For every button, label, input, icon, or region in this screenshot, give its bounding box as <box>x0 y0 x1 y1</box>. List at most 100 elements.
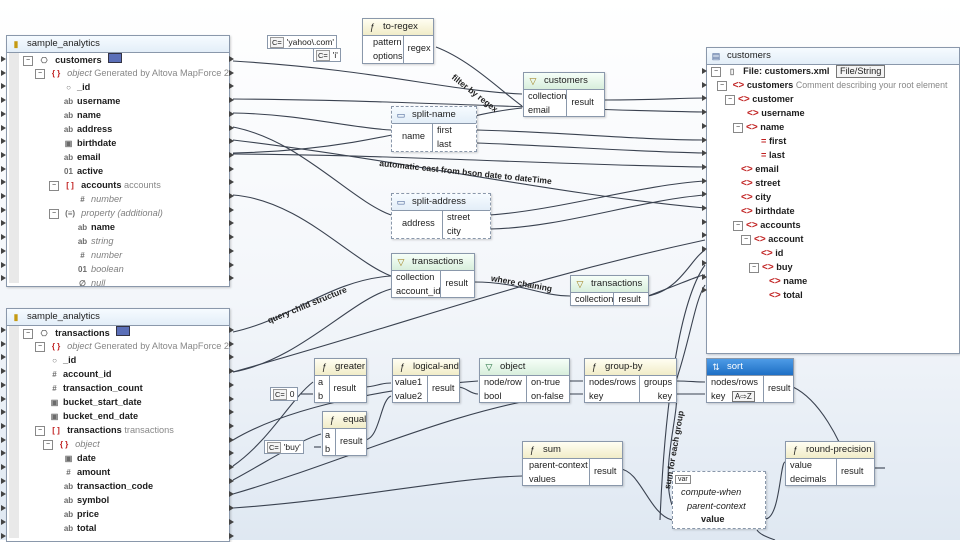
source-customers-in-port[interactable] <box>1 179 6 186</box>
source-customers-out-port[interactable] <box>229 97 234 104</box>
source-customers-header[interactable]: ▮ sample_analytics <box>7 36 229 53</box>
target-in-port[interactable] <box>702 81 707 88</box>
source-transactions-out-port[interactable] <box>229 381 234 388</box>
source-customers-out-port[interactable] <box>229 220 234 227</box>
sum-input-parent-context[interactable]: parent-context <box>529 460 588 470</box>
source-customers-in-port[interactable] <box>1 83 6 90</box>
split-name-output-first[interactable]: first <box>437 125 452 135</box>
equal-input-a[interactable]: a <box>325 430 331 440</box>
round-precision-output-result[interactable]: result <box>841 466 864 476</box>
source-transactions-header[interactable]: ▮ sample_analytics <box>7 309 229 326</box>
compute-when-input[interactable]: compute-when <box>681 487 742 497</box>
collapse-toggle[interactable]: − <box>43 439 53 450</box>
source-transactions-out-port[interactable] <box>229 409 234 416</box>
target-in-port[interactable] <box>702 287 707 294</box>
source-transactions-in-port[interactable] <box>1 368 6 375</box>
constant-i[interactable]: C='i' <box>313 48 341 62</box>
field-_id[interactable]: ○_id <box>49 354 76 368</box>
filter-transactions-input-account-id[interactable]: account_id <box>396 285 441 296</box>
source-transactions-out-port[interactable] <box>229 340 234 347</box>
target-in-port[interactable] <box>702 68 707 74</box>
source-customers-in-port[interactable] <box>1 124 6 131</box>
source-transactions-in-port[interactable] <box>1 436 6 443</box>
collapse-toggle[interactable]: − <box>23 55 33 66</box>
source-transactions-out-port[interactable] <box>229 505 234 512</box>
field-_id[interactable]: ○_id <box>63 81 90 95</box>
source-transactions-in-port[interactable] <box>1 327 6 333</box>
target-node-name[interactable]: −<> name <box>733 121 784 135</box>
filter-customers-output-result[interactable]: result <box>571 97 594 107</box>
group-by-input-nodes-rows[interactable]: nodes/rows <box>589 377 636 387</box>
source-transactions-in-port[interactable] <box>1 518 6 525</box>
target-in-port[interactable] <box>702 191 707 198</box>
source-transactions-out-port[interactable] <box>229 518 234 525</box>
target-node-birthdate[interactable]: <> birthdate <box>741 206 795 217</box>
target-file-row[interactable]: − ▯ File: customers.xml File/String <box>711 65 886 79</box>
source-transactions-out-port[interactable] <box>229 450 234 457</box>
collapse-toggle[interactable]: − <box>49 180 59 191</box>
source-customers-out-port[interactable] <box>229 83 234 90</box>
source-transactions-in-port[interactable] <box>1 464 6 470</box>
source-transactions-scrollbar[interactable] <box>9 326 19 538</box>
round-precision-input-decimals[interactable]: decimals <box>790 473 827 484</box>
target-in-port[interactable] <box>702 232 707 239</box>
prop-null[interactable]: ∅null <box>77 277 105 286</box>
source-transactions-in-port[interactable] <box>1 477 6 484</box>
filter-transactions-chained-output-result[interactable]: result <box>618 294 641 304</box>
compute-when-variable[interactable]: var compute-when parent-context value <box>672 471 766 529</box>
source-customers-component[interactable]: ▮ sample_analytics − ⎔ customers − { } o… <box>6 35 230 287</box>
filter-customers-header[interactable]: ▽customers <box>524 73 604 90</box>
target-in-port[interactable] <box>702 95 707 102</box>
tree-row-customers[interactable]: − ⎔ customers <box>23 53 123 67</box>
field-number[interactable]: #number <box>77 193 122 207</box>
field-account-id[interactable]: #account_id <box>49 368 111 382</box>
filter-transactions-chained-component[interactable]: ▽transactions collection result <box>570 275 649 306</box>
filter-transactions-output-result[interactable]: result <box>445 278 468 288</box>
target-node-total[interactable]: <> total <box>769 290 803 301</box>
source-customers-in-port[interactable] <box>1 138 6 145</box>
split-address-header[interactable]: ▭split-address <box>392 194 490 211</box>
to-regex-input-pattern[interactable]: pattern <box>373 37 402 47</box>
sum-output-result[interactable]: result <box>594 466 617 476</box>
logical-and-output-result[interactable]: result <box>432 383 455 393</box>
field-property[interactable]: − (≡) property (additional) <box>49 207 163 221</box>
source-customers-in-port[interactable] <box>1 234 6 241</box>
field-birthdate[interactable]: ▣birthdate <box>63 137 117 151</box>
field-transaction-count[interactable]: #transaction_count <box>49 382 142 396</box>
source-transactions-in-port[interactable] <box>1 395 6 402</box>
target-node-username[interactable]: <> username <box>747 108 805 119</box>
source-customers-in-port[interactable] <box>1 165 6 172</box>
filter-customers-component[interactable]: ▽customers collection email result <box>523 72 605 117</box>
source-transactions-in-port[interactable] <box>1 450 6 457</box>
group-by-output-key[interactable]: key <box>657 390 673 401</box>
collapse-toggle[interactable]: − <box>733 220 743 231</box>
filter-customers-input-collection[interactable]: collection <box>528 91 567 101</box>
split-address-output-street[interactable]: street <box>447 212 470 222</box>
source-transactions-in-port[interactable] <box>1 354 6 361</box>
target-node-accounts[interactable]: −<> accounts <box>733 219 801 233</box>
greater-input-a[interactable]: a <box>318 377 324 387</box>
source-customers-out-port[interactable] <box>229 110 234 117</box>
collapse-toggle[interactable]: − <box>35 425 45 436</box>
sort-input-key-row[interactable]: key A⇨Z <box>707 390 763 402</box>
sort-header[interactable]: ⇅sort <box>707 359 793 376</box>
source-transactions-out-port[interactable] <box>229 491 234 498</box>
collapse-toggle[interactable]: − <box>711 66 721 77</box>
logical-and-input-value1[interactable]: value1 <box>395 377 423 387</box>
source-customers-out-port[interactable] <box>229 179 234 186</box>
collapse-toggle[interactable]: − <box>733 122 743 133</box>
collapse-toggle[interactable]: − <box>741 234 751 245</box>
